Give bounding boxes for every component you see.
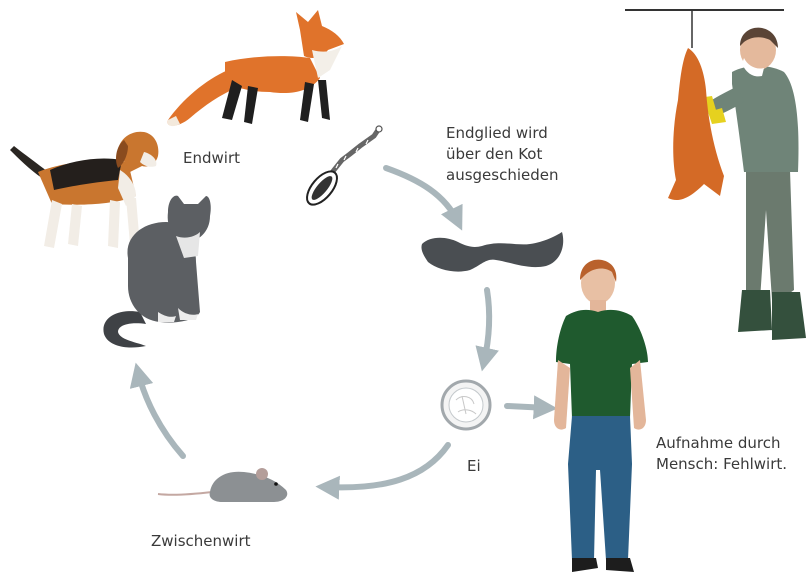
fox-tail-tip: [167, 116, 180, 127]
fox-illustration: [167, 10, 344, 127]
cat-tail: [103, 311, 146, 348]
dog-ear: [116, 140, 128, 168]
hanging-fox: [668, 48, 724, 201]
human-jeans: [568, 416, 632, 560]
fox-chest: [312, 46, 342, 78]
cat-paws: [158, 308, 198, 322]
label-zwischenwirt: Zwischenwirt: [151, 532, 251, 550]
arrow-feces-to-egg: [475, 287, 499, 372]
hunter-head: [740, 30, 776, 70]
tapeworm-eggs: [311, 176, 333, 200]
label-endglied: Endglied wird über den Kot ausgeschieden: [446, 124, 559, 184]
fox-front-leg-2: [318, 80, 330, 120]
fox-hind-leg: [222, 80, 242, 120]
tapeworm-segments: [335, 139, 369, 169]
cat-illustration: [103, 195, 211, 348]
fox-head: [296, 10, 344, 58]
arrow-egg-to-human: [504, 395, 558, 420]
human-tshirt: [556, 309, 648, 418]
dog-muzzle: [140, 152, 157, 167]
arrow-egg-to-mouse: [315, 442, 451, 500]
label-aufnahme: Aufnahme durch Mensch: Fehlwirt.: [656, 434, 788, 473]
human-arm-right: [630, 360, 646, 430]
dog-saddle: [50, 158, 122, 190]
mouse-eye: [274, 482, 278, 486]
dog-legs: [44, 198, 140, 248]
label-ei: Ei: [467, 457, 481, 475]
mouse-tail: [157, 491, 213, 496]
mouse-ear: [256, 468, 268, 480]
human-illustration: [554, 259, 648, 572]
cat-chest: [176, 232, 200, 258]
fox-front-leg: [300, 82, 314, 122]
fox-body: [225, 56, 320, 94]
arrow-tapeworm-to-feces: [383, 165, 463, 231]
human-shoes: [572, 558, 634, 572]
hunter-illustration: [625, 9, 806, 340]
human-hair: [580, 259, 617, 282]
label-endwirt: Endwirt: [183, 149, 240, 167]
egg-inner: [448, 387, 484, 423]
human-head: [581, 262, 615, 304]
tapeworm-strobila: [325, 127, 381, 181]
dog-tail: [10, 146, 48, 178]
hunter-hair: [740, 27, 778, 48]
hunter-jacket: [732, 66, 799, 172]
human-arm-left: [554, 360, 570, 430]
dog-chest: [118, 170, 136, 206]
egg-embryo: [455, 395, 477, 415]
mouse-body: [209, 471, 288, 502]
hunter-mask: [742, 58, 764, 77]
hunter-boots: [738, 290, 806, 340]
feces-illustration: [421, 232, 564, 272]
mouse-illustration: [157, 468, 288, 502]
human-neck: [590, 300, 606, 314]
fox-tail: [167, 70, 236, 126]
tapeworm-illustration: [306, 125, 383, 206]
hunter-legs: [746, 170, 794, 300]
dog-illustration: [10, 131, 159, 248]
tapeworm-scolex: [375, 125, 383, 133]
fox-hind-leg-2: [244, 86, 258, 124]
arrow-mouse-to-cat: [129, 362, 186, 459]
cat-head: [167, 195, 211, 242]
egg-illustration: [440, 379, 492, 431]
cycle-arrows: [129, 165, 558, 500]
